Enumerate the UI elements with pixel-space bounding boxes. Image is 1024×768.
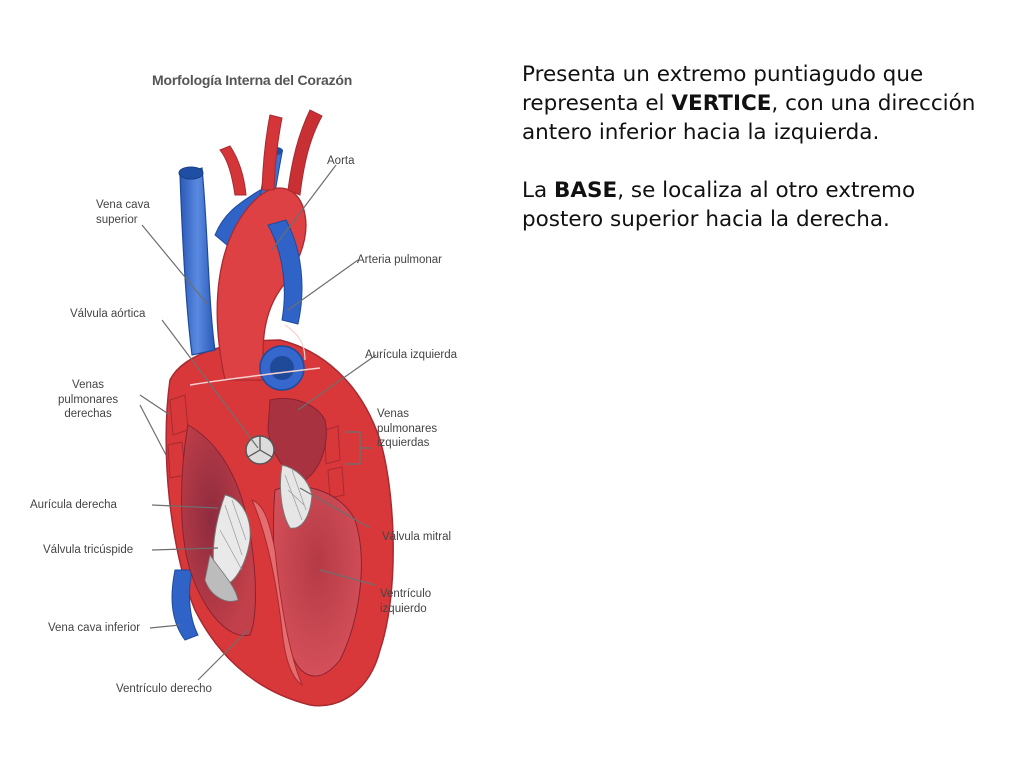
label-venas-pulmonares-derechas: Venas pulmonares derechas — [58, 379, 119, 420]
bracket-left-pulmonary-veins — [345, 431, 372, 465]
label-valvula-mitral: Válvula mitral — [382, 531, 452, 543]
aortic-branch-3 — [287, 109, 323, 196]
figure-title: Morfología Interna del Corazón — [152, 72, 353, 88]
keyword-base: BASE — [554, 178, 618, 203]
label-aorta: Aorta — [327, 155, 355, 167]
keyword-vertice: VERTICE — [671, 91, 772, 116]
septum — [251, 499, 304, 687]
pulmonary-trunk — [267, 219, 303, 325]
label-auricula-izquierda: Aurícula izquierda — [365, 349, 458, 361]
superior-vena-cava — [179, 167, 216, 356]
label-vena-cava-inferior: Vena cava inferior — [48, 622, 141, 634]
label-valvula-aortica: Válvula aórtica — [70, 308, 146, 320]
mitral-valve-shape — [279, 464, 313, 529]
label-arteria-pulmonar: Arteria pulmonar — [357, 254, 443, 266]
aortic-branch-1 — [219, 145, 247, 196]
left-atrium-cavity — [267, 397, 327, 481]
label-auricula-derecha: Aurícula derecha — [30, 499, 117, 511]
heart-drawing — [139, 109, 394, 707]
heart-illustration: Morfología Interna del Corazón Aorta Ven… — [20, 50, 490, 720]
label-ventriculo-izquierdo: Ventrículo izquierdo — [380, 588, 432, 615]
label-venas-pulmonares-izquierdas: Venas pulmonares izquierdas — [377, 408, 438, 449]
inferior-vena-cava — [171, 569, 199, 641]
paragraph-base: La BASE, se localiza al otro extremo pos… — [522, 178, 916, 232]
label-ventriculo-derecho: Ventrículo derecho — [116, 683, 212, 695]
paragraph-vertice: Presenta un extremo puntiagudo que repre… — [522, 62, 976, 145]
label-vena-cava-superior: Vena cava superior — [96, 199, 150, 226]
aortic-branch-2 — [261, 114, 283, 191]
tricuspid-valve-shape — [212, 494, 251, 587]
leader-lines — [139, 164, 377, 681]
description-text: Presenta un extremo puntiagudo que repre… — [522, 60, 1002, 234]
label-valvula-tricuspide: Válvula tricúspide — [43, 544, 134, 556]
aortic-valve-shape — [245, 435, 275, 465]
